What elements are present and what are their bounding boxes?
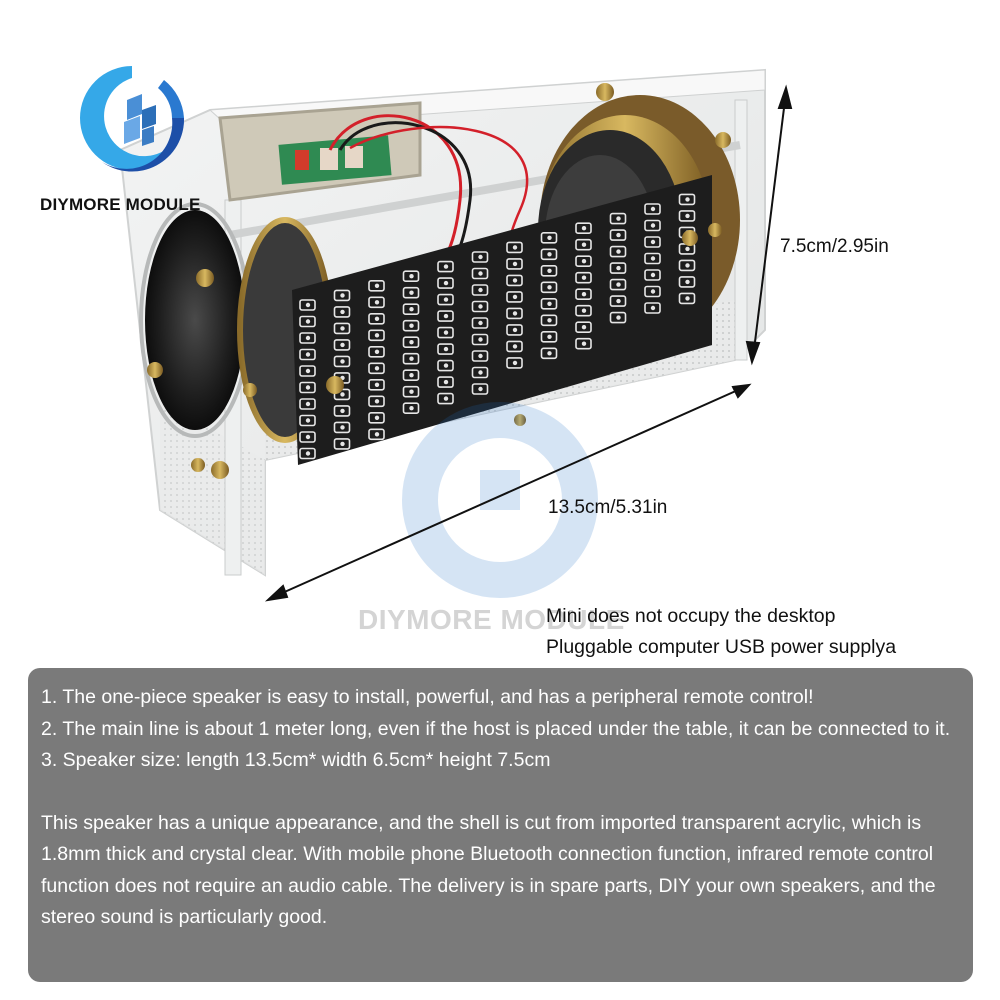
description-paragraph: This speaker has a unique appearance, an…	[41, 811, 936, 929]
height-dimension-label: 7.5cm/2.95in	[780, 236, 889, 257]
product-image	[118, 68, 793, 602]
length-dimension-label: 13.5cm/5.31in	[548, 497, 668, 518]
feature-line: Mini does not occupy the desktop	[546, 605, 836, 627]
length-dimension-arrow	[264, 383, 752, 602]
feature-line: Pluggable computer USB power supplya	[546, 636, 897, 658]
diymore-logo-icon	[80, 66, 185, 172]
height-dimension-arrow	[745, 84, 793, 366]
spec-list-item: 3. Speaker size: length 13.5cm* width 6.…	[41, 749, 551, 771]
spec-list-item: 1. The one-piece speaker is easy to inst…	[41, 686, 814, 708]
spec-list-item: 2. The main line is about 1 meter long, …	[41, 717, 951, 740]
description-panel: 1. The one-piece speaker is easy to inst…	[28, 668, 973, 982]
spacer	[41, 777, 965, 808]
brand-name: DIYMORE MODULE	[40, 195, 201, 214]
watermark-logo	[402, 402, 598, 598]
watermark-text: DIYMORE MODULE	[358, 604, 625, 635]
led-matrix-panel	[243, 175, 722, 465]
